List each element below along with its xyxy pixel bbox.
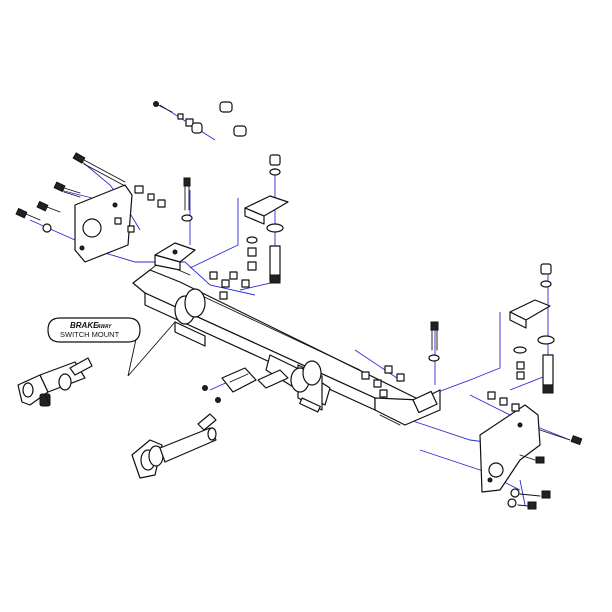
bolt-right-1 [539, 429, 583, 446]
brakeaway-callout: BRAKE AWAY SWITCH MOUNT [47, 317, 176, 377]
left-side-bracket [74, 184, 133, 263]
safety-chain-plate [221, 367, 289, 393]
bolt-vertical-right [542, 354, 554, 394]
bolt-right-4 [507, 498, 537, 510]
nut-stack-center-left [246, 154, 284, 271]
right-side-bracket [479, 404, 541, 493]
callout-away-text: AWAY [96, 324, 112, 330]
spacer-block-2 [233, 125, 247, 137]
left-top-bracket [154, 242, 196, 271]
callout-brake-text: BRAKE [70, 321, 99, 330]
nut-row-left-upper [114, 185, 166, 233]
bolt-long-upper-left [72, 152, 126, 187]
switch-mount-assembled [17, 357, 93, 407]
nut-row-right [487, 391, 520, 412]
nut-row-left-lower [209, 271, 250, 300]
nuts-and-washers [114, 101, 555, 412]
spacer-block-1 [219, 101, 233, 113]
bolt-vertical-left [181, 177, 193, 222]
switch-mount-exploded [131, 413, 217, 479]
bolt-vertical-center-left [269, 245, 281, 284]
bolt-left-3 [15, 207, 52, 233]
center-round-tube [290, 360, 322, 393]
main-cross-tube [132, 261, 421, 413]
bolt-top-small [153, 101, 203, 134]
nut-stack-right [513, 263, 555, 380]
bolt-left-1 [53, 181, 81, 198]
left-upper-bracket [244, 195, 289, 225]
bolt-center-small [202, 385, 221, 403]
right-tube-end [374, 389, 441, 426]
bolt-group [15, 101, 583, 510]
bolt-vertical-center [428, 321, 440, 362]
right-top-bracket [509, 299, 551, 329]
bolt-left-2 [36, 200, 61, 213]
left-tube-mount [174, 288, 206, 347]
nut-row-center [361, 365, 405, 398]
bolt-right-3 [510, 488, 551, 499]
bolt-right-2 [519, 454, 545, 464]
callout-switch-mount-text: SWITCH MOUNT [60, 330, 120, 339]
